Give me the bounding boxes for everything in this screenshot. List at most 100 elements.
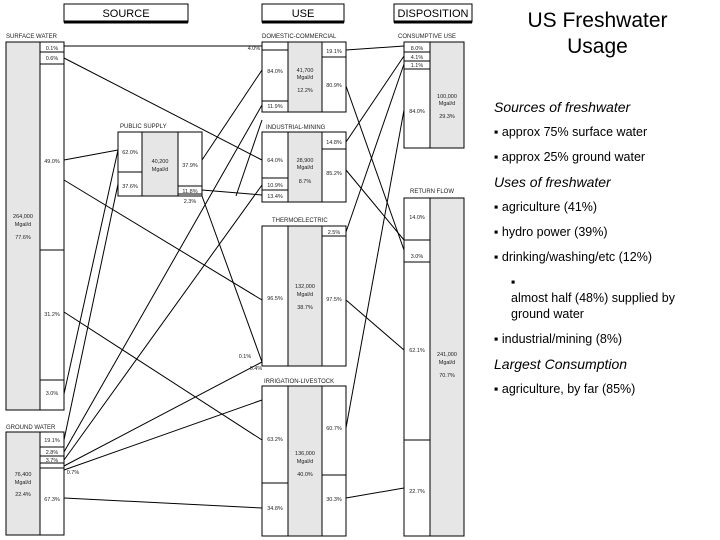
- bullet-item: ▪ drinking/washing/etc (12%): [494, 250, 652, 264]
- industrial-split: 14.8%: [326, 140, 342, 146]
- notes-panel: Sources of freshwater ▪ approx 75% surfa…: [494, 99, 716, 406]
- ground-split: 19.1%: [44, 438, 60, 444]
- irrigation-label: IRRIGATION-LIVESTOCK: [264, 379, 334, 385]
- slide-title-line1: US Freshwater: [527, 9, 668, 32]
- domestic-unit: Mgal/d: [297, 75, 314, 81]
- industrial-amount: 28,900: [297, 158, 314, 164]
- ground-split: 0.7%: [67, 470, 80, 476]
- bullet-text: hydro power (39%): [501, 225, 608, 239]
- surface-pct: 77.6%: [15, 235, 31, 241]
- irrigation-block: [261, 385, 347, 537]
- industrial-block: [261, 131, 347, 203]
- consumptive-use-block: [403, 41, 465, 149]
- domestic-block: [261, 41, 347, 113]
- ground-pct: 22.4%: [15, 492, 31, 498]
- thermo-split: 2.5%: [328, 230, 341, 236]
- bullet-text: agriculture, by far (85%): [501, 382, 636, 396]
- public-supply-split: 37.6%: [122, 184, 138, 190]
- domestic-split: 84.0%: [267, 69, 283, 75]
- ground-water-block: [5, 431, 65, 536]
- irrigation-split: 60.7%: [326, 426, 342, 432]
- heading-largest: Largest Consumption: [494, 356, 628, 372]
- consumptive-pct: 29.3%: [439, 114, 455, 120]
- thermo-amount: 132,000: [295, 284, 315, 290]
- domestic-pct: 12.2%: [297, 88, 313, 94]
- consumptive-split: 84.0%: [409, 109, 425, 115]
- public-supply-split: 37.9%: [182, 163, 198, 169]
- industrial-unit: Mgal/d: [297, 165, 314, 171]
- thermo-split: 96.5%: [267, 296, 283, 302]
- surface-unit: Mgal/d: [15, 222, 32, 228]
- bullet-text: drinking/washing/etc (12%): [501, 250, 652, 264]
- public-supply-split: 11.8%: [182, 189, 197, 195]
- domestic-split: 80.9%: [326, 83, 342, 89]
- bullet-item: ▪ agriculture (41%): [494, 200, 598, 214]
- disposition-header: DISPOSITION: [398, 8, 469, 20]
- domestic-split: 11.9%: [267, 104, 282, 110]
- irrigation-unit: Mgal/d: [297, 459, 314, 465]
- domestic-label: DOMESTIC-COMMERCIAL: [262, 34, 337, 40]
- surface-label: SURFACE WATER: [6, 34, 58, 40]
- return-split: 22.7%: [409, 489, 425, 495]
- domestic-split: 19.1%: [326, 49, 342, 55]
- bullet-text: industrial/mining (8%): [501, 332, 623, 346]
- bullet-item: ▪ approx 75% surface water: [494, 125, 648, 139]
- ground-split: 3.7%: [46, 458, 59, 464]
- public-supply-amount: 40,200: [152, 159, 169, 165]
- consumptive-split: 1.1%: [411, 63, 424, 69]
- return-split: 62.1%: [409, 348, 425, 354]
- heading-sources: Sources of freshwater: [494, 99, 631, 115]
- thermo-pct: 38.7%: [297, 305, 313, 311]
- industrial-split: 10.9%: [267, 183, 283, 189]
- bullet-item: ▪ industrial/mining (8%): [494, 332, 623, 346]
- slide-title: US Freshwater Usage: [500, 8, 695, 60]
- public-supply-label: PUBLIC SUPPLY: [120, 124, 167, 130]
- consumptive-unit: Mgal/d: [439, 101, 456, 107]
- ground-amount: 76,400: [15, 472, 32, 478]
- public-supply-block: [117, 131, 203, 197]
- bullet-text: approx 75% surface water: [501, 125, 648, 139]
- return-flow-label: RETURN FLOW: [410, 189, 454, 195]
- surface-split: 0.1%: [46, 46, 59, 52]
- source-header: SOURCE: [102, 8, 149, 20]
- thermoelectric-label: THERMOELECTRIC: [272, 218, 328, 224]
- heading-uses: Uses of freshwater: [494, 174, 611, 190]
- bullet-text: approx 25% ground water: [501, 150, 646, 164]
- return-pct: 70.7%: [439, 373, 455, 379]
- irrigation-pct: 40.0%: [297, 472, 313, 478]
- irrigation-amount: 136,000: [295, 451, 315, 457]
- bullet-item: ▪ agriculture, by far (85%): [494, 382, 636, 396]
- surface-split: 0.6%: [46, 56, 59, 62]
- slide-title-line2: Usage: [567, 35, 628, 58]
- public-supply-unit: Mgal/d: [152, 167, 169, 173]
- return-split: 14.0%: [409, 215, 425, 221]
- consumptive-split: 4.1%: [411, 55, 424, 61]
- use-header: USE: [292, 8, 315, 20]
- flow-arrows: [63, 45, 405, 509]
- ground-split: 2.8%: [46, 450, 59, 456]
- ground-unit: Mgal/d: [15, 480, 32, 486]
- surface-split: 31.2%: [44, 312, 60, 318]
- public-supply-split: 2.3%: [184, 199, 197, 205]
- bullet-item: ▪ hydro power (39%): [494, 225, 608, 239]
- return-split: 3.0%: [411, 254, 424, 260]
- surface-split: 3.0%: [46, 391, 59, 397]
- sub-bullet-item: ▪ almost half (48%) supplied by ground w…: [511, 274, 716, 322]
- return-amount: 241,000: [437, 352, 457, 358]
- irrigation-split: 34.8%: [267, 506, 283, 512]
- thermoelectric-block: [261, 225, 347, 367]
- surface-amount: 264,000: [13, 214, 33, 220]
- consumptive-split: 8.0%: [411, 46, 424, 52]
- bullet-text: agriculture (41%): [501, 200, 598, 214]
- consumptive-label: CONSUMPTIVE USE: [398, 34, 456, 40]
- domestic-split: 4.0%: [248, 46, 261, 52]
- thermo-unit: Mgal/d: [297, 292, 314, 298]
- surface-water-block: [5, 41, 65, 411]
- domestic-amount: 41,700: [297, 68, 314, 74]
- industrial-label: INDUSTRIAL-MINING: [266, 125, 326, 131]
- public-supply-split: 62.0%: [122, 150, 138, 156]
- industrial-pct: 8.7%: [299, 179, 312, 185]
- sub-bullet-text: almost half (48%) supplied by ground wat…: [511, 291, 675, 321]
- thermo-split: 0.4%: [250, 366, 263, 372]
